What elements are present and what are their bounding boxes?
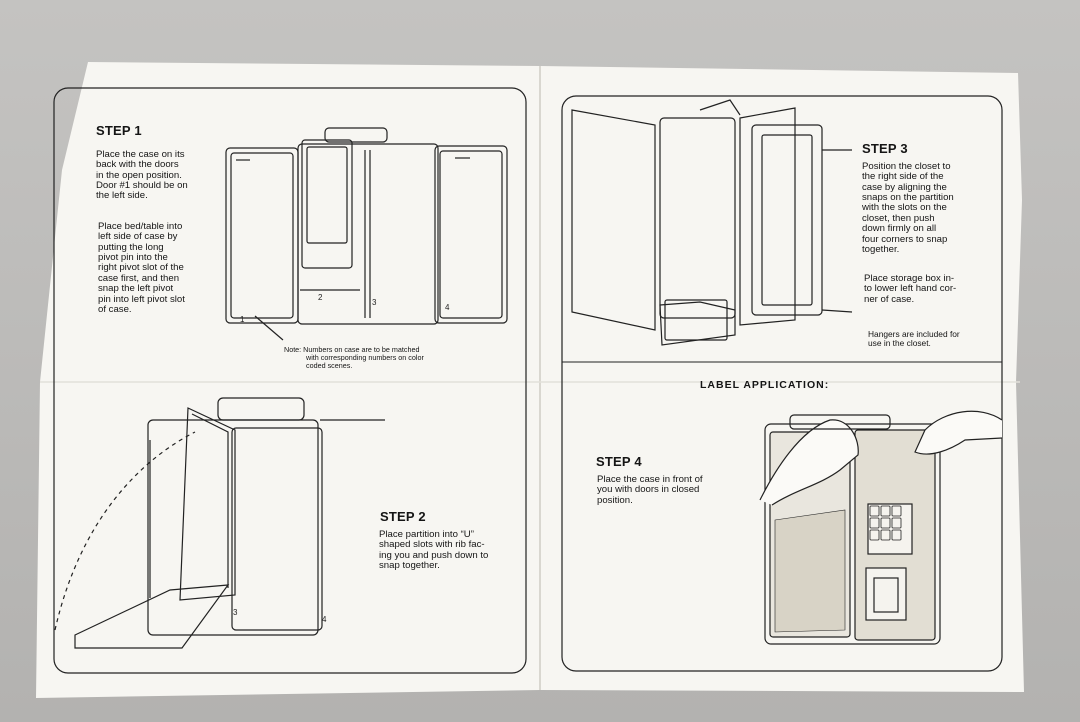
step4-line: position. (597, 494, 633, 506)
step2-heading: STEP 2 (380, 509, 426, 524)
step3-line: to lower left hand cor- (864, 283, 957, 295)
step3-line: down firmly on all (862, 223, 937, 235)
step1-line: putting the long (98, 241, 164, 253)
note-line: with corresponding numbers on color (306, 352, 424, 362)
step2-line: Place partition into “U” (379, 529, 474, 540)
step1-line: left side of case by (98, 231, 178, 243)
step3-paragraph-2: Place storage box in- to lower left hand… (864, 273, 989, 305)
step3-hangers-note: Hangers are included for use in the clos… (868, 329, 998, 349)
numbers-note: Note: Numbers on case are to be matched … (284, 346, 484, 369)
step3-line: with the slots on the (862, 202, 947, 214)
step1-line: Place bed/table into (98, 221, 183, 232)
step3-heading: STEP 3 (862, 141, 908, 156)
step2-line: shaped slots with rib fac- (379, 539, 485, 551)
step1-line: snap the left pivot (98, 283, 174, 295)
step1-line: of case. (98, 303, 132, 315)
svg-text:1: 1 (240, 315, 245, 324)
step1-paragraph-2: Place bed/table into left side of case b… (98, 221, 223, 315)
step1-line: pivot pin into the (98, 252, 168, 264)
step1-line: the left side. (96, 190, 148, 202)
step4-body: Place the case in front of you with door… (597, 474, 737, 506)
step1-line: in the open position. (96, 169, 182, 181)
step2-illustration (54, 397, 385, 649)
note-line: coded scenes. (306, 360, 353, 370)
step1-line: right pivot slot of the (98, 262, 184, 274)
step3-illustration (571, 99, 853, 346)
step1-line: Place the case on its (96, 149, 185, 160)
step3-line: snaps on the partition (862, 192, 954, 204)
step3-line: four corners to snap (862, 233, 948, 245)
step1-line: back with the doors (96, 159, 179, 171)
step3-line: ner of case. (864, 293, 915, 305)
step2-line: snap together. (379, 560, 440, 572)
note-line: Note: Numbers on case are to be matched (284, 345, 420, 354)
step1-line: Door #1 should be on (96, 180, 188, 192)
svg-text:4: 4 (322, 615, 327, 624)
step4-line: you with doors in closed (597, 484, 700, 496)
svg-text:4: 4 (445, 303, 450, 312)
step2-line: ing you and push down to (379, 549, 489, 561)
step2-body: Place partition into “U” shaped slots wi… (379, 529, 519, 572)
step1-heading: STEP 1 (96, 123, 142, 138)
svg-text:3: 3 (233, 608, 238, 617)
step4-heading: STEP 4 (596, 454, 642, 469)
svg-text:3: 3 (372, 298, 377, 307)
step3-line: Hangers are included for (868, 329, 960, 339)
step4-illustration (759, 410, 1003, 645)
step3-line: closet, then push (862, 212, 935, 224)
step4-line: Place the case in front of (597, 474, 703, 485)
step3-line: the right side of the (862, 171, 944, 183)
step3-line: Position the closet to (862, 161, 951, 172)
right-panel-border (561, 95, 1003, 672)
step1-paragraph-1: Place the case on its back with the door… (96, 149, 221, 202)
svg-text:2: 2 (318, 293, 323, 302)
step3-line: Place storage box in- (864, 273, 955, 284)
step3-line: case by aligning the (862, 181, 947, 193)
step1-illustration (225, 127, 508, 341)
left-panel-border (53, 87, 527, 674)
step3-paragraph-1: Position the closet to the right side of… (862, 161, 987, 255)
step3-line: together. (862, 243, 900, 255)
step1-line: case first, and then (98, 272, 180, 284)
step1-line: pin into left pivot slot (98, 293, 185, 305)
step3-line: use in the closet. (868, 338, 931, 349)
label-application-heading: LABEL APPLICATION: (700, 379, 830, 391)
